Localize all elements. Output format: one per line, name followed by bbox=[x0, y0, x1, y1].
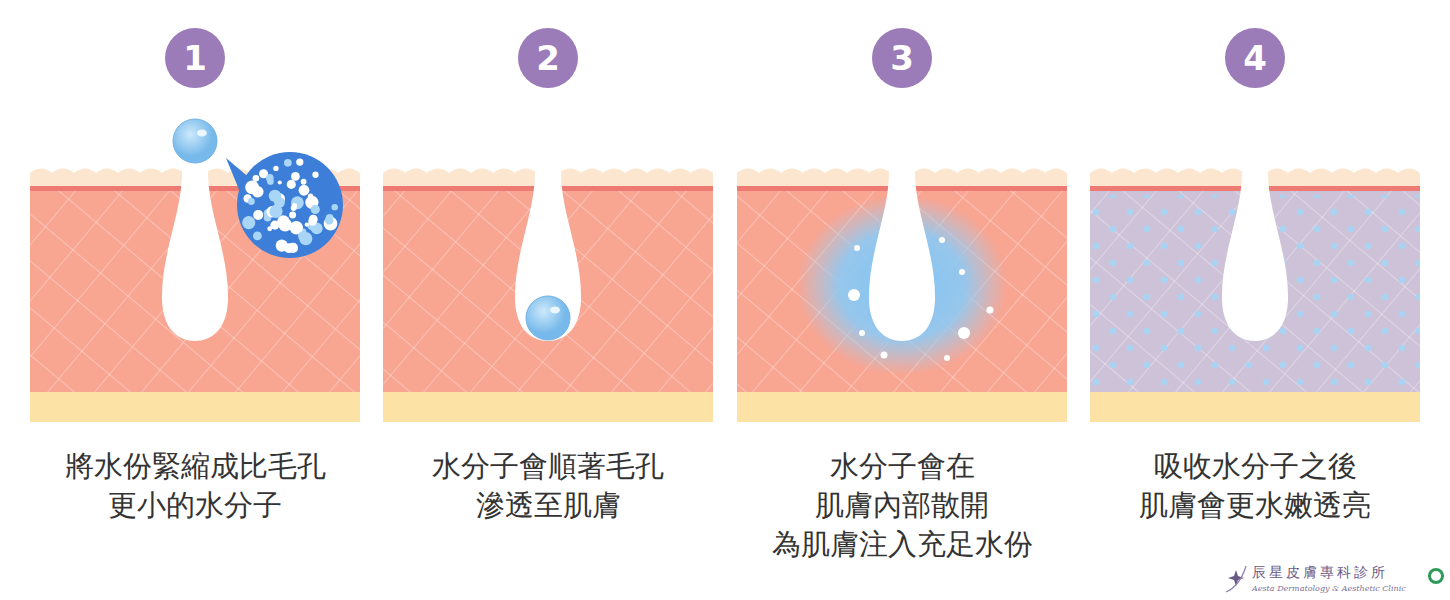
water-molecule bbox=[242, 216, 255, 229]
water-molecule bbox=[273, 166, 278, 171]
fat-layer bbox=[737, 392, 1067, 422]
water-molecule bbox=[287, 180, 296, 189]
water-molecule bbox=[325, 216, 334, 225]
water-particle bbox=[939, 237, 945, 243]
water-particle bbox=[848, 289, 860, 301]
water-particle bbox=[854, 245, 860, 251]
water-molecule bbox=[301, 179, 307, 185]
logo-swoosh bbox=[1226, 566, 1246, 592]
pore bbox=[162, 150, 228, 341]
water-molecule bbox=[312, 172, 318, 178]
water-molecule bbox=[299, 232, 312, 245]
logo-badge-inner bbox=[1431, 571, 1441, 581]
step-caption: 水分子會在 肌膚內部散開 為肌膚注入充足水份 bbox=[772, 447, 1033, 564]
skin-panel bbox=[1090, 150, 1420, 422]
skin-panel bbox=[383, 150, 713, 422]
step-number-circle: 3 bbox=[872, 28, 932, 88]
skin-panel bbox=[30, 119, 360, 422]
step-caption: 水分子會順著毛孔 滲透至肌膚 bbox=[432, 447, 664, 525]
water-molecule bbox=[267, 178, 274, 185]
water-molecule bbox=[253, 231, 262, 240]
water-molecule bbox=[253, 175, 260, 182]
water-molecule bbox=[305, 223, 309, 227]
step-number-circle: 2 bbox=[518, 28, 578, 88]
water-molecule bbox=[278, 180, 282, 184]
water-molecule bbox=[324, 217, 338, 231]
water-droplet bbox=[173, 119, 217, 163]
logo-badge bbox=[1428, 568, 1444, 584]
fat-layer bbox=[1090, 392, 1420, 422]
water-particle bbox=[859, 330, 865, 336]
water-molecule bbox=[309, 215, 318, 224]
water-particle bbox=[944, 355, 950, 361]
water-molecule bbox=[308, 194, 313, 199]
step-number-circle: 4 bbox=[1225, 28, 1285, 88]
step-number: 3 bbox=[890, 41, 914, 75]
clinic-name-english: Aesta Dermatology & Aesthetic Clinic bbox=[1252, 584, 1406, 593]
water-particle bbox=[881, 352, 888, 359]
water-particle bbox=[987, 307, 994, 314]
fat-layer bbox=[30, 392, 360, 422]
step-number: 4 bbox=[1243, 41, 1267, 75]
skin-panel bbox=[737, 150, 1067, 422]
water-molecule bbox=[248, 198, 255, 205]
clinic-name: 辰星皮膚專科診所 bbox=[1252, 564, 1388, 582]
step-caption: 吸收水分子之後 肌膚會更水嫩透亮 bbox=[1139, 447, 1371, 525]
water-molecule bbox=[331, 204, 337, 210]
water-particle bbox=[959, 269, 965, 275]
water-particle bbox=[958, 327, 970, 339]
water-droplet bbox=[526, 296, 570, 340]
water-molecule bbox=[311, 205, 320, 214]
water-molecule bbox=[291, 172, 300, 181]
water-molecule bbox=[253, 210, 263, 220]
water-molecule bbox=[245, 181, 259, 195]
water-molecule bbox=[296, 158, 303, 165]
droplet-shine bbox=[197, 130, 207, 137]
water-molecule bbox=[269, 205, 282, 218]
fat-layer bbox=[383, 392, 713, 422]
water-molecule bbox=[269, 190, 281, 202]
pore bbox=[515, 150, 581, 341]
zoom-circle bbox=[237, 152, 343, 258]
pore bbox=[1222, 150, 1288, 341]
water-molecule bbox=[299, 185, 310, 196]
water-molecule bbox=[278, 218, 292, 232]
step-number: 2 bbox=[536, 41, 560, 75]
water-molecule bbox=[284, 159, 292, 167]
water-molecule bbox=[289, 211, 296, 218]
droplet-shine bbox=[550, 307, 560, 314]
water-molecule bbox=[276, 240, 288, 252]
step-number-circle: 1 bbox=[165, 28, 225, 88]
step-number: 1 bbox=[183, 41, 207, 75]
pore bbox=[869, 150, 935, 341]
water-molecule bbox=[291, 205, 297, 211]
step-caption: 將水份緊縮成比毛孔 更小的水分子 bbox=[65, 447, 326, 525]
